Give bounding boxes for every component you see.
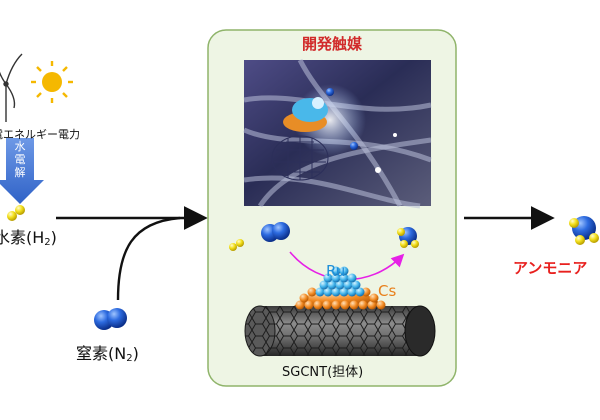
nitrogen-label-sub: 2 bbox=[126, 353, 133, 364]
hydrogen-label-main: 水素(H bbox=[0, 228, 45, 247]
electrolysis-char: 水 bbox=[14, 140, 26, 153]
ammonia-molecule-panel bbox=[397, 227, 419, 248]
catalyst-illustration bbox=[243, 58, 432, 209]
hydrogen-molecule-icon bbox=[7, 205, 25, 221]
electrolysis-label: 水 電 解 bbox=[8, 140, 32, 179]
electrolysis-char: 電 bbox=[14, 153, 26, 166]
ru-particle-cluster bbox=[315, 266, 365, 297]
sun-icon bbox=[31, 61, 73, 103]
wind-turbine-icon bbox=[0, 53, 23, 122]
catalyst-title: 開発触媒 bbox=[301, 35, 362, 53]
hydrogen-label: 水素(H2) bbox=[0, 224, 57, 248]
electrolysis-arrow bbox=[0, 138, 44, 204]
nitrogen-molecule-panel bbox=[261, 222, 290, 242]
nitrogen-flow-arrow bbox=[116, 216, 181, 301]
carbon-nanotube bbox=[244, 305, 436, 357]
hydrogen-molecule-panel bbox=[229, 239, 244, 251]
nitrogen-label-main: 窒素(N bbox=[76, 344, 127, 363]
electrolysis-char: 解 bbox=[14, 166, 26, 179]
ammonia-molecule-icon bbox=[569, 216, 599, 245]
nitrogen-label-close: ) bbox=[132, 344, 139, 363]
hydrogen-label-close: ) bbox=[50, 228, 57, 247]
ammonia-label: アンモニア bbox=[513, 259, 588, 277]
hydrogen-label-sub: 2 bbox=[44, 237, 51, 248]
nitrogen-molecule-icon bbox=[94, 308, 127, 330]
ru-label: Ru bbox=[326, 262, 346, 280]
renewable-energy-label: 電エネルギー電力 bbox=[0, 128, 80, 141]
nitrogen-label: 窒素(N2) bbox=[76, 340, 139, 364]
cs-label: Cs bbox=[378, 282, 397, 300]
support-label: SGCNT(担体) bbox=[282, 365, 364, 380]
